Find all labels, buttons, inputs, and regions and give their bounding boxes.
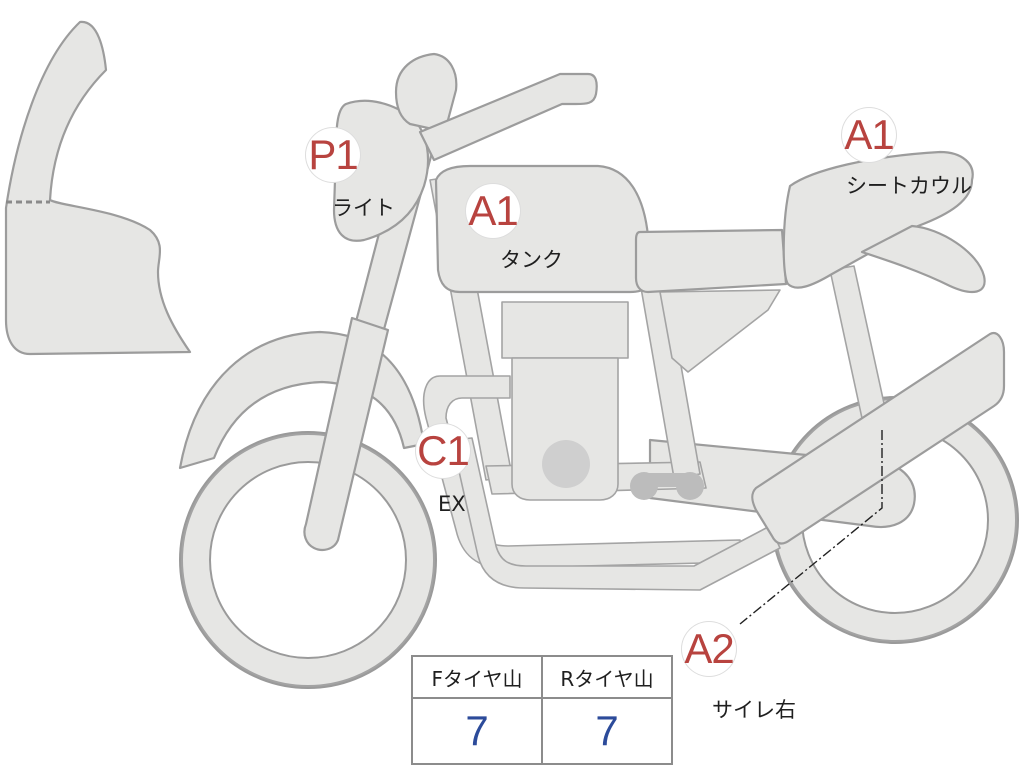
front-tire-header: Fタイヤ山 [411, 655, 543, 699]
silencer-leader-line [739, 430, 883, 625]
seat [634, 228, 788, 294]
handlebar [418, 72, 598, 162]
engine-cylinder-head [501, 301, 629, 359]
silencer-label: サイレ右 [712, 698, 796, 722]
tire-table-header-row: Fタイヤ山 Rタイヤ山 [411, 655, 673, 699]
engine-cover [542, 440, 590, 488]
exhaust-label: EX [438, 492, 466, 516]
fork-lower-leg [303, 316, 390, 551]
exhaust-code-badge: C1 [416, 424, 470, 478]
front-cowl-part [4, 20, 192, 356]
tank-label: タンク [500, 248, 563, 272]
rear-tire-value: 7 [541, 697, 673, 765]
light-code-badge: P1 [306, 128, 360, 182]
rear-fender [860, 224, 986, 294]
tank-code-badge: A1 [466, 184, 520, 238]
silencer [751, 332, 1006, 545]
silencer-code-badge: A2 [682, 622, 736, 676]
tire-table-value-row: 7 7 [411, 697, 673, 765]
rear-tire-header: Rタイヤ山 [541, 655, 673, 699]
side-cover [659, 289, 781, 373]
seat-cowl-label: シートカウル [846, 174, 972, 198]
tire-tread-table: Fタイヤ山 Rタイヤ山 7 7 [411, 655, 673, 765]
seat-cowl-code-badge: A1 [842, 108, 896, 162]
engine-block [511, 357, 619, 501]
light-label: ライト [332, 196, 395, 220]
front-tire-value: 7 [411, 697, 543, 765]
exhaust-pipe-upper [422, 375, 745, 569]
mirror [394, 52, 458, 130]
